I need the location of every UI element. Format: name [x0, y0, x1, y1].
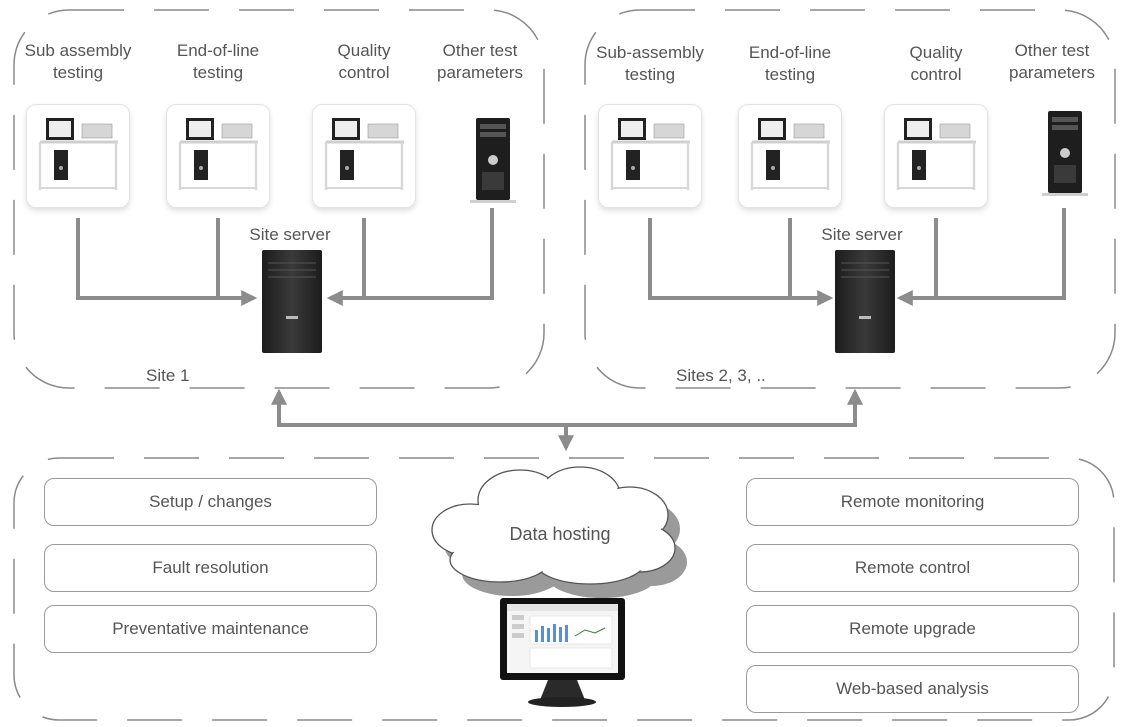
site1-station-card [26, 104, 130, 208]
site1-label: Site 1 [146, 366, 190, 385]
site1-server-icon [262, 250, 322, 353]
service-remote-control: Remote control [746, 544, 1079, 592]
site-link [271, 388, 863, 452]
site2-station-label: Quality control [909, 43, 963, 84]
site2-station-card [884, 104, 988, 208]
site2-server-label: Site server [821, 225, 903, 244]
site1-station-label: End-of-line testing [176, 41, 260, 82]
site1-station-card [166, 104, 270, 208]
service-fault-resolution: Fault resolution [44, 544, 377, 592]
site1-station-label: Quality control [337, 41, 391, 82]
test-bench-icon [750, 116, 832, 192]
site1-station-label: Sub assembly testing [24, 41, 132, 82]
monitor-dashboard-icon [500, 598, 625, 707]
site1-station-label: Other test parameters [437, 41, 523, 82]
site2-station-card [738, 104, 842, 208]
site1-server-label: Site server [249, 225, 331, 244]
test-bench-icon [610, 116, 692, 192]
site2-station-label: End-of-line testing [748, 43, 832, 84]
pc-tower-icon [1042, 111, 1088, 196]
service-web-based-analysis: Web-based analysis [746, 665, 1079, 713]
site2-connectors [648, 208, 1066, 306]
site2-server-icon [835, 250, 895, 353]
hosting-boundary [13, 457, 1115, 721]
test-bench-icon [38, 118, 118, 190]
service-setup-changes: Setup / changes [44, 478, 377, 526]
site2-boundary [584, 9, 1116, 389]
test-bench-icon [178, 116, 260, 192]
site2-station-label: Sub-assembly testing [596, 43, 704, 84]
site1-connectors [76, 208, 494, 306]
cloud-icon [431, 466, 687, 598]
site2-label: Sites 2, 3, .. [676, 366, 766, 385]
test-bench-icon [324, 116, 406, 192]
site2-station-label: Other test parameters [1009, 41, 1095, 82]
pc-tower-icon [470, 118, 516, 203]
site2-station-card [598, 104, 702, 208]
site1-boundary [13, 9, 545, 389]
service-remote-monitoring: Remote monitoring [746, 478, 1079, 526]
service-preventative-maintenance: Preventative maintenance [44, 605, 377, 653]
cloud-label: Data hosting [509, 524, 611, 544]
test-bench-icon [896, 116, 978, 192]
service-remote-upgrade: Remote upgrade [746, 605, 1079, 653]
site1-station-card [312, 104, 416, 208]
